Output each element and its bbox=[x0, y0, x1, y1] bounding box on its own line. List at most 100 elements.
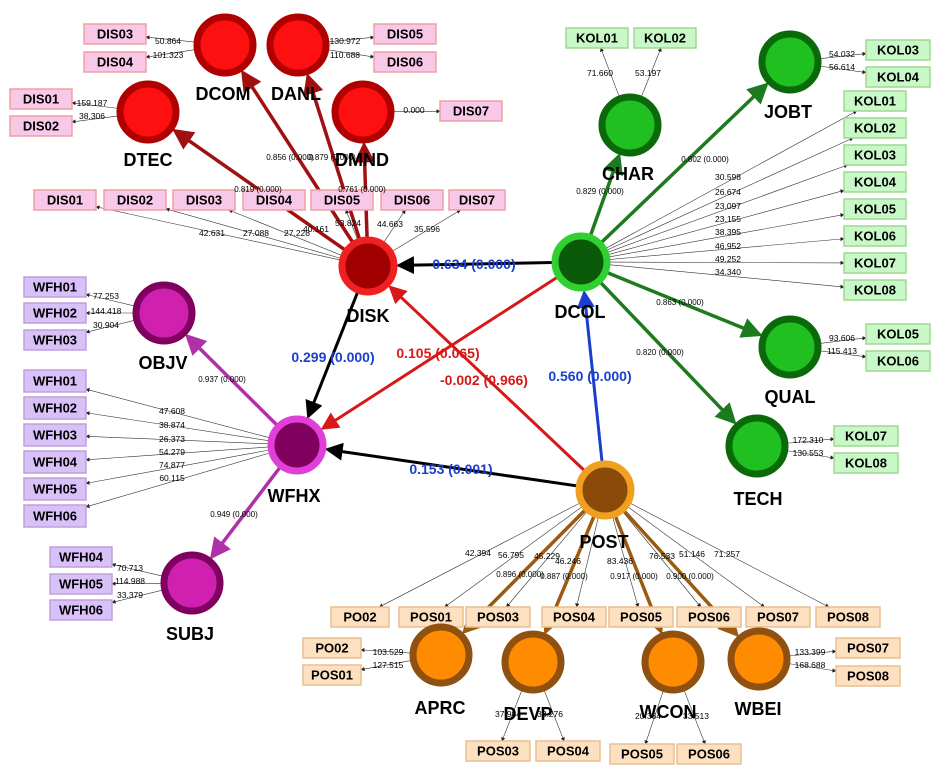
indicator-box-pos01[interactable] bbox=[302, 664, 362, 686]
loading-line-dcol-kol07 bbox=[608, 260, 845, 265]
indicator-box-kol02[interactable] bbox=[843, 117, 907, 139]
path-label-post-aprc: 0.896 (0.000) bbox=[496, 570, 544, 579]
indicator-box-wfh02[interactable] bbox=[23, 396, 87, 420]
indicator-box-pos06[interactable] bbox=[676, 606, 742, 628]
indicator-box-dis04[interactable] bbox=[242, 189, 306, 211]
indicator-box-kol07[interactable] bbox=[843, 252, 907, 274]
construct-dcom[interactable] bbox=[193, 13, 257, 77]
outer-weight-post-pos06: 76.533 bbox=[649, 551, 675, 561]
indicator-box-kol08[interactable] bbox=[843, 279, 907, 301]
indicator-box-wfh04[interactable] bbox=[23, 450, 87, 474]
coefficient-dcol-disk: 0.634 (0.000) bbox=[432, 256, 515, 272]
path-disk-dcom bbox=[241, 69, 355, 244]
construct-char[interactable] bbox=[598, 93, 662, 157]
outer-weight-wfhx-wfh01: 47.608 bbox=[159, 406, 185, 416]
indicator-box-kol03[interactable] bbox=[865, 39, 931, 61]
indicator-box-pos03[interactable] bbox=[465, 740, 531, 762]
construct-objv[interactable] bbox=[132, 281, 196, 345]
indicator-box-wfh03[interactable] bbox=[23, 329, 87, 351]
indicator-box-wfh05[interactable] bbox=[23, 477, 87, 501]
indicator-label-pos07: POS07 bbox=[847, 641, 889, 656]
indicator-box-dis02[interactable] bbox=[103, 189, 167, 211]
construct-aprc[interactable] bbox=[409, 623, 473, 687]
path-label-post-devp: 0.887 (0.000) bbox=[540, 572, 588, 581]
construct-disk[interactable] bbox=[338, 236, 398, 296]
indicator-box-po02[interactable] bbox=[302, 637, 362, 659]
construct-wbei[interactable] bbox=[727, 627, 791, 691]
indicator-box-pos05[interactable] bbox=[609, 743, 675, 765]
indicator-box-pos05[interactable] bbox=[608, 606, 674, 628]
indicator-box-pos07[interactable] bbox=[835, 637, 901, 659]
indicator-label-kol07: KOL07 bbox=[845, 429, 887, 444]
indicator-box-wfh03[interactable] bbox=[23, 423, 87, 447]
indicator-box-dis06[interactable] bbox=[373, 51, 437, 73]
outer-weight-tech-kol07: 172.310 bbox=[793, 435, 824, 445]
indicator-box-pos07[interactable] bbox=[745, 606, 811, 628]
indicator-box-dis02[interactable] bbox=[9, 115, 73, 137]
loading-line-disk-dis01 bbox=[95, 205, 341, 261]
indicator-box-kol05[interactable] bbox=[843, 198, 907, 220]
indicator-box-kol06[interactable] bbox=[843, 225, 907, 247]
construct-dtec[interactable] bbox=[116, 80, 180, 144]
indicator-box-kol04[interactable] bbox=[843, 171, 907, 193]
outer-weight-disk-dis04: 40.161 bbox=[303, 224, 329, 234]
path-label-wfhx-subj: 0.949 (0.000) bbox=[210, 510, 258, 519]
loading-line-devp-pos03 bbox=[501, 689, 523, 742]
indicator-box-pos06[interactable] bbox=[676, 743, 742, 765]
indicator-box-kol05[interactable] bbox=[865, 323, 931, 345]
indicator-box-dis07[interactable] bbox=[448, 189, 506, 211]
indicator-box-kol01[interactable] bbox=[565, 27, 629, 49]
outer-weight-post-pos05: 83.436 bbox=[607, 556, 633, 566]
indicator-box-wfh01[interactable] bbox=[23, 276, 87, 298]
construct-subj[interactable] bbox=[160, 551, 224, 615]
loading-line-wfhx-wfh06 bbox=[85, 452, 271, 508]
outer-weight-dcom-dis04: 101.323 bbox=[153, 50, 184, 60]
construct-post[interactable] bbox=[575, 460, 635, 520]
indicator-box-wfh02[interactable] bbox=[23, 302, 87, 324]
construct-jobt[interactable] bbox=[758, 30, 822, 94]
indicator-box-kol04[interactable] bbox=[865, 66, 931, 88]
indicator-box-wfh06[interactable] bbox=[49, 599, 113, 621]
construct-qual[interactable] bbox=[758, 315, 822, 379]
indicator-box-pos04[interactable] bbox=[541, 606, 607, 628]
indicator-label-dis03: DIS03 bbox=[186, 193, 222, 208]
indicator-box-dis01[interactable] bbox=[33, 189, 97, 211]
indicator-box-pos08[interactable] bbox=[835, 665, 901, 687]
indicator-label-dis02: DIS02 bbox=[23, 119, 59, 134]
indicator-box-kol08[interactable] bbox=[833, 452, 899, 474]
indicator-box-wfh01[interactable] bbox=[23, 369, 87, 393]
construct-wcon[interactable] bbox=[641, 630, 705, 694]
construct-devp[interactable] bbox=[501, 630, 565, 694]
indicator-box-dis06[interactable] bbox=[380, 189, 444, 211]
indicator-box-pos04[interactable] bbox=[535, 740, 601, 762]
outer-weight-char-kol02: 53.197 bbox=[635, 68, 661, 78]
indicator-box-pos08[interactable] bbox=[815, 606, 881, 628]
indicator-box-dis03[interactable] bbox=[172, 189, 236, 211]
indicator-box-pos03[interactable] bbox=[465, 606, 531, 628]
construct-dcol[interactable] bbox=[551, 232, 611, 292]
loading-line-subj-wfh04 bbox=[111, 563, 163, 577]
indicator-label-pos05: POS05 bbox=[621, 747, 663, 762]
indicator-box-dis05[interactable] bbox=[310, 189, 374, 211]
indicator-box-wfh06[interactable] bbox=[23, 504, 87, 528]
indicator-label-kol01: KOL01 bbox=[576, 31, 618, 46]
indicator-box-wfh05[interactable] bbox=[49, 573, 113, 595]
indicator-box-po02[interactable] bbox=[330, 606, 390, 628]
indicator-box-dis04[interactable] bbox=[83, 51, 147, 73]
indicator-box-kol07[interactable] bbox=[833, 425, 899, 447]
indicator-box-wfh04[interactable] bbox=[49, 546, 113, 568]
indicator-box-dis07[interactable] bbox=[439, 100, 503, 122]
loading-line-objv-wfh03 bbox=[85, 319, 135, 334]
construct-tech[interactable] bbox=[725, 414, 789, 478]
indicator-box-kol01[interactable] bbox=[843, 90, 907, 112]
construct-danl[interactable] bbox=[266, 13, 330, 77]
indicator-box-kol06[interactable] bbox=[865, 350, 931, 372]
indicator-box-dis01[interactable] bbox=[9, 88, 73, 110]
indicator-label-dis01: DIS01 bbox=[23, 92, 59, 107]
indicator-box-kol02[interactable] bbox=[633, 27, 697, 49]
construct-wfhx[interactable] bbox=[267, 415, 327, 475]
indicator-box-kol03[interactable] bbox=[843, 144, 907, 166]
construct-dmnd[interactable] bbox=[331, 80, 395, 144]
indicator-box-dis03[interactable] bbox=[83, 23, 147, 45]
indicator-box-dis05[interactable] bbox=[373, 23, 437, 45]
